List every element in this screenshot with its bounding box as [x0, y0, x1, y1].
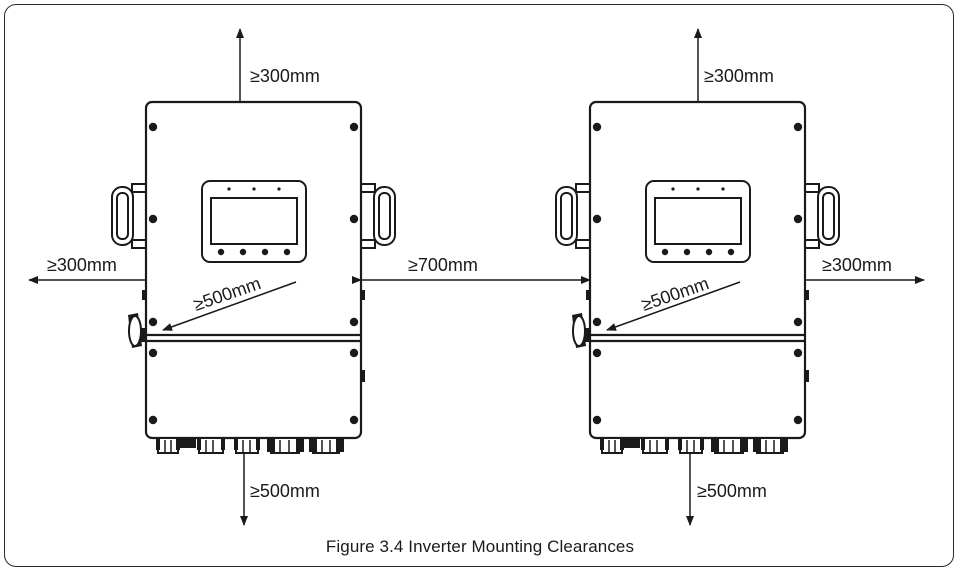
- front-clearance-arrow-right: [606, 281, 741, 331]
- top-clearance-label-left: ≥300mm: [250, 66, 320, 86]
- between-units-label: ≥700mm: [408, 255, 478, 275]
- top-clearance-label-right: ≥300mm: [704, 66, 774, 86]
- front-clearance-arrow-left: [162, 281, 297, 331]
- figure-frame: [4, 4, 954, 567]
- side-clearance-label-right: ≥300mm: [822, 255, 892, 275]
- side-clearance-label-left: ≥300mm: [47, 255, 117, 275]
- bottom-clearance-label-left: ≥500mm: [250, 481, 320, 501]
- bottom-clearance-label-right: ≥500mm: [697, 481, 767, 501]
- figure-caption: Figure 3.4 Inverter Mounting Clearances: [325, 537, 635, 556]
